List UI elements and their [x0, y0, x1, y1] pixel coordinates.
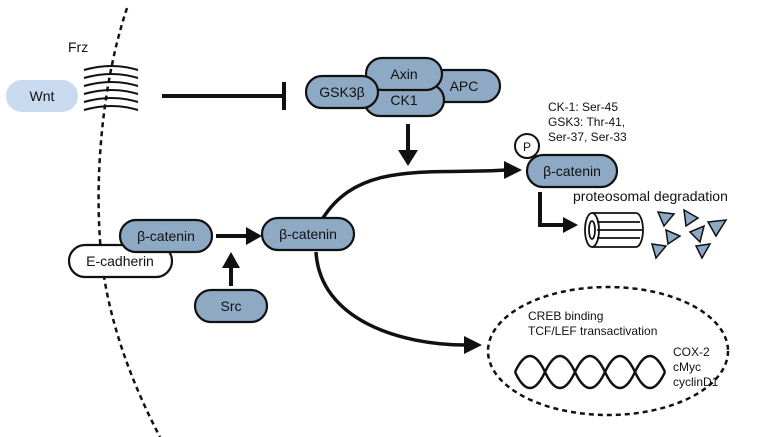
bcatenin-phospho-label: β-catenin [543, 163, 601, 179]
wnt-ligand [6, 80, 78, 112]
ecadherin-label: E-cadherin [86, 253, 154, 269]
phospho-site-2: GSK3: Thr-41, [548, 115, 625, 129]
frz-label: Frz [68, 39, 88, 55]
src-label: Src [221, 298, 242, 314]
proteasome-icon [584, 212, 644, 248]
bcatenin-phospho-node [525, 153, 619, 189]
gsk3b-node [304, 74, 380, 110]
tcf-lef-label: TCF/LEF transactivation [528, 324, 657, 338]
peptide-fragments-icon [650, 208, 728, 260]
bcatenin-membrane-label: β-catenin [137, 228, 195, 244]
nuclear-pathway-arrow [314, 251, 467, 347]
apc-label: APC [450, 78, 479, 94]
bcatenin-membrane-node [118, 218, 214, 254]
src-arrowhead [222, 252, 240, 268]
src-node [193, 288, 269, 324]
release-arrowhead [246, 227, 262, 245]
degradation-pathway-arrow [321, 168, 507, 219]
bcatenin-cytoplasmic-node [260, 216, 356, 252]
phosphate-group [514, 133, 540, 159]
gsk3b-label: GSK3β [319, 84, 364, 100]
target-gene-cmyc: cMyc [673, 360, 701, 374]
phospho-site-3: Ser-37, Ser-33 [548, 130, 627, 144]
phospho-site-1: CK-1: Ser-45 [548, 100, 618, 114]
proteosomal-degradation-label: proteosomal degradation [573, 188, 728, 204]
ck1-label: CK1 [390, 92, 417, 108]
degradation-pathway-arrowhead [504, 161, 522, 179]
destruction-complex: APC CK1 Axin GSK3β [304, 56, 502, 118]
nuclear-pathway-arrowhead [464, 336, 482, 354]
creb-binding-label: CREB binding [528, 309, 603, 323]
phosphate-label: P [523, 140, 531, 154]
axin-label: Axin [390, 66, 417, 82]
target-gene-cox2: COX-2 [673, 345, 710, 359]
phosphorylation-arrowhead [398, 150, 418, 166]
degradation-arrow [538, 192, 566, 227]
dna-helix-icon [513, 354, 667, 390]
cell-membrane [97, 7, 162, 437]
axin-node [364, 56, 444, 92]
frizzled-receptor [83, 65, 139, 111]
bcatenin-cytoplasmic-label: β-catenin [279, 226, 337, 242]
degradation-arrowhead [563, 217, 578, 233]
wnt-label: Wnt [30, 88, 55, 104]
target-gene-cyclind1: cyclinD1 [673, 375, 719, 389]
nucleus [486, 285, 730, 417]
